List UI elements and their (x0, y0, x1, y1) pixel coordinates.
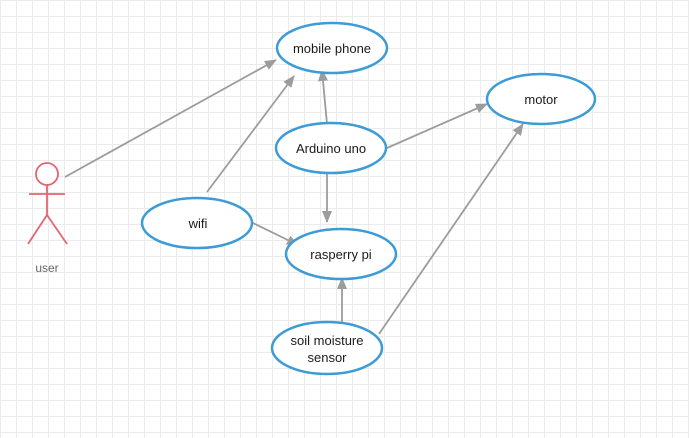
node-mobile-phone[interactable]: mobile phone (275, 21, 389, 75)
arduino-uno-ellipse (274, 121, 388, 175)
arduino-uno-label: Arduino uno (296, 141, 366, 156)
motor-label: motor (524, 92, 558, 107)
node-arduino-uno[interactable]: Arduino uno (274, 121, 388, 175)
rasperry-pi-ellipse (284, 227, 398, 281)
actor-left-leg (27, 214, 48, 245)
rasperry-pi-label: rasperry pi (310, 247, 372, 262)
node-soil-moisture-sensor[interactable]: soil moisture sensor (270, 320, 384, 376)
mobile-phone-ellipse (275, 21, 389, 75)
node-motor[interactable]: motor (485, 72, 597, 126)
actor-label: user (35, 261, 58, 275)
edge-user-to-mobile-phone[interactable] (64, 59, 277, 178)
edge-wifi-to-rasperry-pi[interactable] (250, 221, 299, 246)
edge-arduino-to-motor[interactable] (386, 103, 488, 149)
actor-head (35, 162, 59, 186)
wifi-label: wifi (188, 216, 208, 231)
actor-user[interactable]: user (27, 162, 68, 275)
soil-moisture-sensor-label-line2: sensor (307, 350, 347, 365)
soil-moisture-sensor-label-line1: soil moisture (291, 333, 364, 348)
node-rasperry-pi[interactable]: rasperry pi (284, 227, 398, 281)
soil-moisture-sensor-ellipse (270, 320, 384, 376)
node-wifi[interactable]: wifi (140, 196, 254, 250)
actor-right-leg (46, 214, 68, 245)
mobile-phone-label: mobile phone (293, 41, 371, 56)
motor-ellipse (485, 72, 597, 126)
edge-soil-sensor-to-motor[interactable] (378, 123, 524, 335)
edge-wifi-to-mobile-phone[interactable] (206, 75, 295, 193)
edges (64, 59, 524, 335)
edge-arduino-to-mobile-phone[interactable] (318, 69, 328, 125)
wifi-ellipse (140, 196, 254, 250)
